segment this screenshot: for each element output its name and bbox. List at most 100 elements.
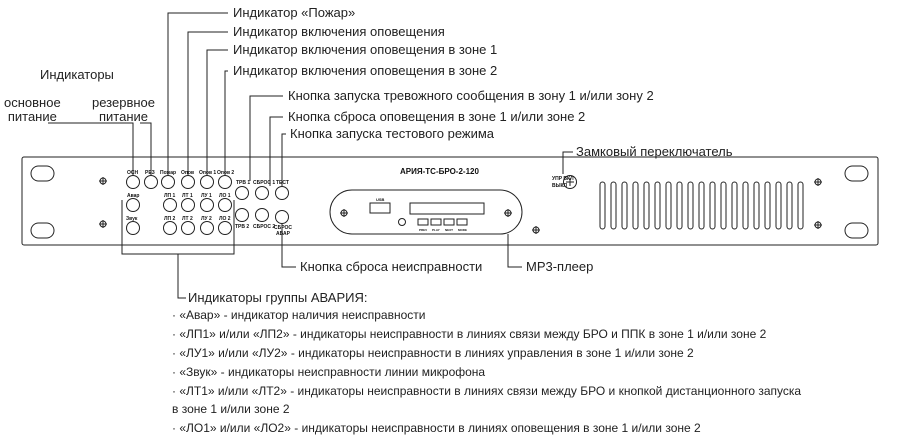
screw-icon (99, 220, 107, 228)
leader-alarm-msg (249, 95, 283, 181)
led-label-opov1: Опов 1 (199, 170, 217, 176)
usb-port (369, 202, 391, 214)
led-opov (181, 175, 195, 189)
mp3-btn-label: MODE (458, 228, 467, 232)
btn-label-trv2: ТРВ 2 (235, 224, 250, 230)
leader-reset-alert (269, 116, 283, 186)
label-key-switch: Замковый переключатель (576, 144, 733, 159)
led-lt2 (181, 221, 195, 235)
key-switch (563, 175, 577, 189)
screw-icon (99, 177, 107, 185)
label-test-button: Кнопка запуска тестового режима (290, 126, 495, 141)
led-zvuk (126, 221, 140, 235)
label-alert-indicator: Индикатор включения оповещения (233, 24, 445, 39)
led-lo2 (218, 221, 232, 235)
led-lu2 (200, 221, 214, 235)
screw-icon (532, 226, 540, 234)
screw-icon (814, 178, 822, 186)
mp3-btn-prev (417, 218, 429, 226)
mp3-btn-play (430, 218, 442, 226)
label-mp3-player: MP3-плеер (526, 259, 594, 274)
led-label-osn: ОСН (127, 170, 139, 176)
fault-item: · «Звук» - индикаторы неисправности лини… (172, 365, 486, 379)
led-rez (144, 175, 158, 189)
device-model: АРИЯ-ТС-БРО-2-120 (400, 167, 479, 176)
led-lu1 (200, 198, 214, 212)
btn-test (275, 186, 289, 200)
led-label-lt2: ЛТ 2 (182, 216, 193, 222)
leader-alert-z2 (224, 70, 228, 175)
leader-fault-group (177, 254, 186, 299)
leader-key (562, 151, 573, 174)
led-lo1 (218, 198, 232, 212)
label-main-power: основное питание (4, 95, 61, 124)
key-label-upr: УПР ВКЛ (552, 176, 574, 182)
leader-main-power (48, 122, 134, 175)
mp3-btn-next (443, 218, 455, 226)
leader-reserve-power (140, 122, 152, 175)
mp3-btn-label: PREV (419, 228, 428, 232)
led-osn (126, 175, 140, 189)
device-panel (21, 156, 879, 246)
led-label-pozhar: Пожар (160, 170, 177, 176)
usb-label: USB (376, 197, 385, 202)
fault-item: · «ЛО1» и/или «ЛО2» - индикаторы неиспра… (172, 421, 701, 435)
leader-mp3 (507, 234, 522, 268)
led-label-zvuk: Звук (126, 216, 138, 222)
vent-grille (599, 181, 804, 230)
led-label-lo1: ЛО 1 (219, 193, 231, 199)
led-label-lt1: ЛТ 1 (182, 193, 193, 199)
btn-label-sbros-avar: СБРОС АВАР (274, 225, 292, 237)
key-label-off: ВЫКЛ (552, 183, 568, 189)
leader-fire (167, 12, 228, 175)
led-opov2 (218, 175, 232, 189)
mount-slot (30, 165, 55, 182)
fault-item: · «ЛП1» и/или «ЛП2» - индикаторы неиспра… (172, 327, 767, 341)
fault-item: · «Авар» - индикатор наличия неисправнос… (172, 308, 426, 322)
btn-label-sbros2: СБРОС 2 (253, 224, 276, 230)
led-label-lp1: ЛП 1 (164, 193, 176, 199)
mp3-btn-mode (456, 218, 468, 226)
label-alarm-message-button: Кнопка запуска тревожного сообщения в зо… (288, 88, 654, 103)
led-label-lu1: ЛУ 1 (201, 193, 212, 199)
mp3-knob (398, 218, 406, 226)
fault-item: · «ЛТ1» и/или «ЛТ2» - индикаторы неиспра… (172, 384, 802, 398)
fault-item: в зоне 1 и/или зоне 2 (172, 402, 290, 416)
led-label-opov2: Опов 2 (217, 170, 235, 176)
leader-test (281, 133, 286, 186)
led-lp1 (163, 198, 177, 212)
btn-trv1 (235, 186, 249, 200)
mp3-btn-label: PLAY (432, 228, 440, 232)
mount-slot (30, 222, 55, 239)
led-label-rez: РЕЗ (145, 170, 155, 176)
led-lt1 (181, 198, 195, 212)
led-avar (126, 198, 140, 212)
led-label-lo2: ЛО 2 (219, 216, 231, 222)
screw-icon (814, 221, 822, 229)
leader-fault-reset (281, 224, 296, 268)
label-reserve-power: резервное питание (92, 95, 155, 124)
leader-alert (187, 31, 228, 175)
screw-icon (340, 209, 348, 217)
btn-sbros-avar (275, 210, 289, 224)
label-reset-alert-button: Кнопка сброса оповещения в зоне 1 и/или … (288, 109, 586, 124)
leader-alert-z1 (206, 49, 228, 175)
led-lp2 (163, 221, 177, 235)
mp3-player-frame (329, 189, 523, 235)
led-label-opov: Опов (181, 170, 195, 176)
screw-icon (504, 209, 512, 217)
fault-group-title: Индикаторы группы АВАРИЯ: (188, 290, 368, 305)
btn-label-trv1: ТРВ 1 (236, 180, 251, 186)
btn-label-sbros1: СБРОС 1 (253, 180, 276, 186)
btn-sbros1 (255, 186, 269, 200)
mount-slot (844, 165, 869, 182)
fault-item: · «ЛУ1» и/или «ЛУ2» - индикаторы неиспра… (172, 346, 694, 360)
label-fire-indicator: Индикатор «Пожар» (233, 5, 356, 20)
led-pozhar (161, 175, 175, 189)
label-alert-zone2-indicator: Индикатор включения оповещения в зоне 2 (233, 63, 498, 78)
label-alert-zone1-indicator: Индикатор включения оповещения в зоне 1 (233, 42, 498, 57)
mp3-btn-label: NEXT (445, 228, 454, 232)
btn-label-test: ТЕСТ (276, 180, 289, 186)
mount-slot (844, 222, 869, 239)
